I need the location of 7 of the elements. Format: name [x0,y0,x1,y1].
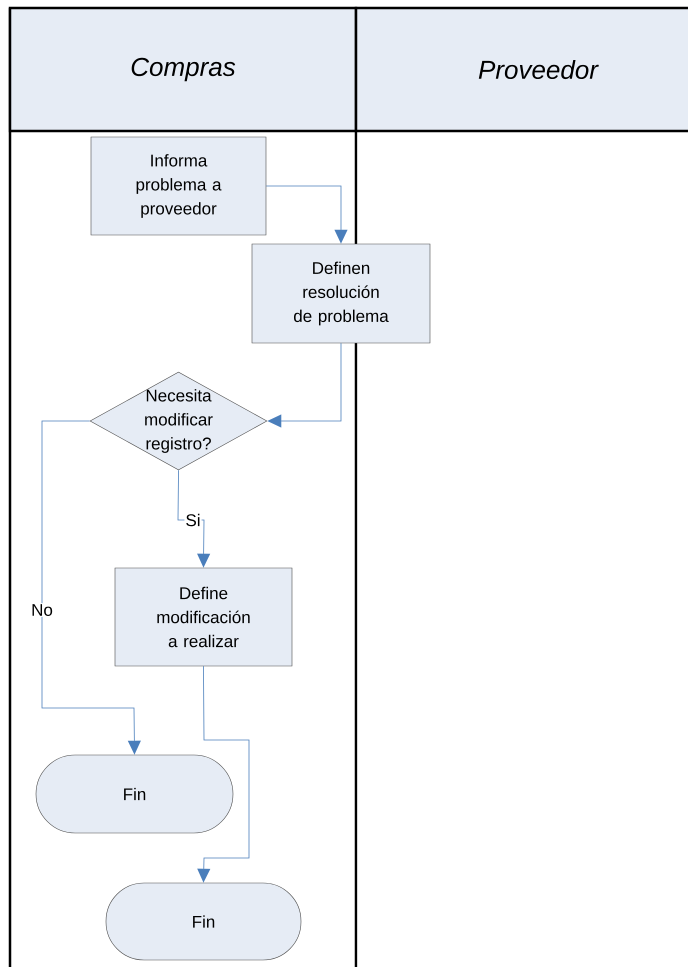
lane-header: Compras [8,6,358,132]
edge-label: Si [184,512,202,528]
process-box: Definen resolución de problema [252,244,430,344]
edge-label: No [30,603,54,617]
process-box: Define modificación a realizar [114,568,292,666]
process-box: Informa problema a proveedor [90,136,266,236]
lane-header: Proveedor [354,6,688,132]
